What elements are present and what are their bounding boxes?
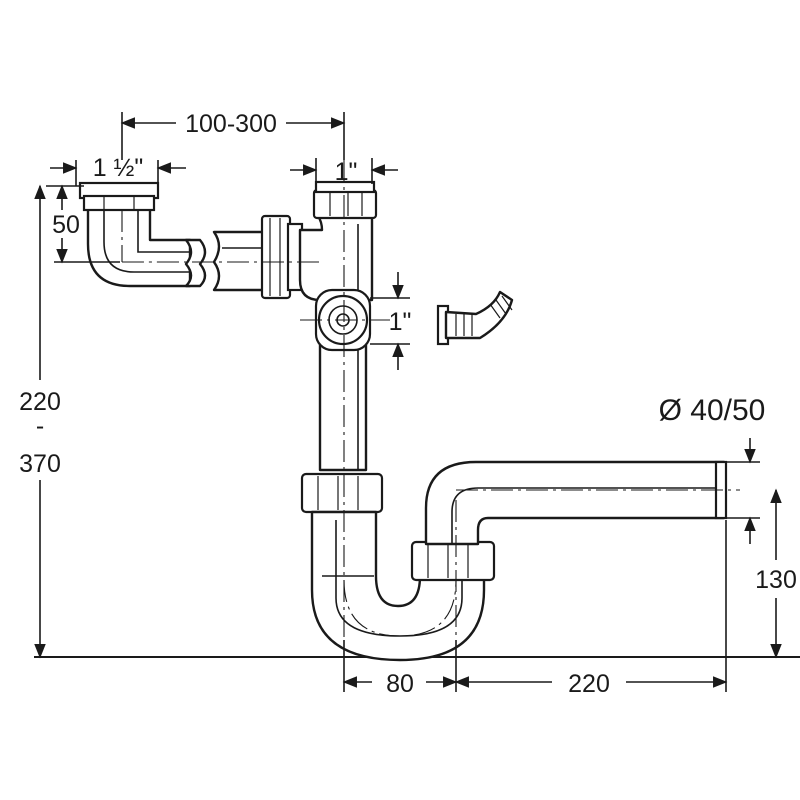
dim-label-height-sep: - bbox=[36, 412, 44, 440]
dim-label-connector-top: 1" bbox=[335, 158, 358, 186]
dim-label-height-top: 220 bbox=[19, 388, 61, 416]
dimension-lines bbox=[34, 112, 782, 692]
dim-label-outlet-diameter: Ø 40/50 bbox=[659, 394, 766, 427]
dim-label-side-connector: 1" bbox=[389, 308, 412, 336]
dim-label-outlet-length: 220 bbox=[568, 670, 610, 698]
dim-label-width-range: 100-300 bbox=[185, 110, 277, 138]
hose-adapter-icon bbox=[436, 290, 514, 346]
dim-label-outlet-height: 130 bbox=[755, 566, 797, 594]
dim-label-height-bottom: 370 bbox=[19, 450, 61, 478]
outlet-pipe bbox=[424, 460, 728, 546]
centre-axes bbox=[121, 160, 740, 640]
dim-label-inlet-thread: 1 ½" bbox=[93, 154, 144, 182]
dim-label-trap-width: 80 bbox=[386, 670, 414, 698]
dim-label-offset-50: 50 bbox=[52, 211, 80, 239]
inlet-elbow bbox=[78, 181, 207, 288]
extension-pipe bbox=[212, 214, 304, 300]
